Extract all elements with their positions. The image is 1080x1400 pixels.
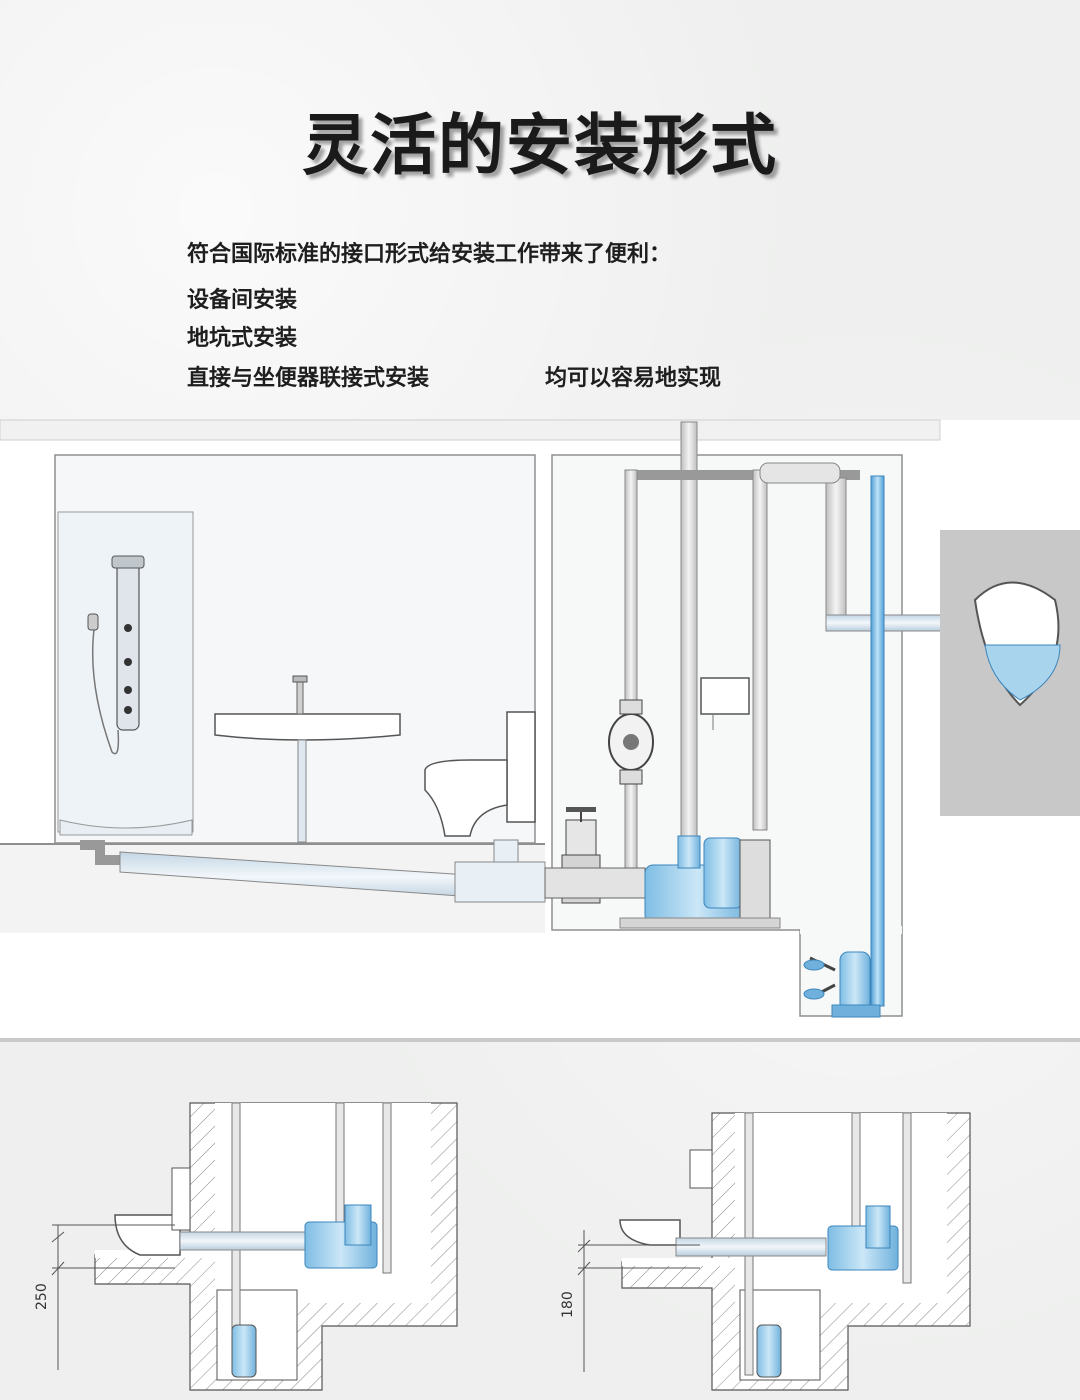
sink-icon	[214, 675, 401, 843]
drain-pipe	[80, 839, 546, 903]
inlet-flange	[544, 867, 646, 899]
dimension-label-left: 250	[34, 1283, 50, 1310]
page-title: 灵活的安装形式	[302, 107, 778, 184]
option-pit: 地坑式安装	[187, 326, 298, 351]
toilet-icon	[424, 711, 536, 837]
urinal-icon	[973, 581, 1061, 707]
floor-pit-diagram-left: 250	[34, 1102, 458, 1391]
check-valve-icon	[608, 699, 654, 785]
intro-text: 符合国际标准的接口形式给安装工作带来了便利：	[187, 242, 672, 267]
vertical-stack-pipe	[680, 421, 698, 843]
bathtub	[59, 819, 193, 836]
option-equipment-room: 设备间安装	[187, 288, 298, 313]
scene-shadow	[0, 1038, 1080, 1042]
shower-column-icon	[87, 555, 145, 755]
blue-riser-pipe	[870, 475, 885, 1007]
pit-pump-icon	[803, 951, 881, 1018]
option-summary: 均可以容易地实现	[545, 366, 722, 391]
main-scene	[0, 419, 1080, 1042]
floor-pit-diagram-right: 180	[560, 1112, 971, 1391]
main-pump-icon	[619, 835, 781, 929]
control-box	[700, 677, 750, 715]
dimension-label-right: 180	[560, 1291, 576, 1318]
option-toilet-direct: 直接与坐便器联接式安装	[187, 366, 430, 391]
